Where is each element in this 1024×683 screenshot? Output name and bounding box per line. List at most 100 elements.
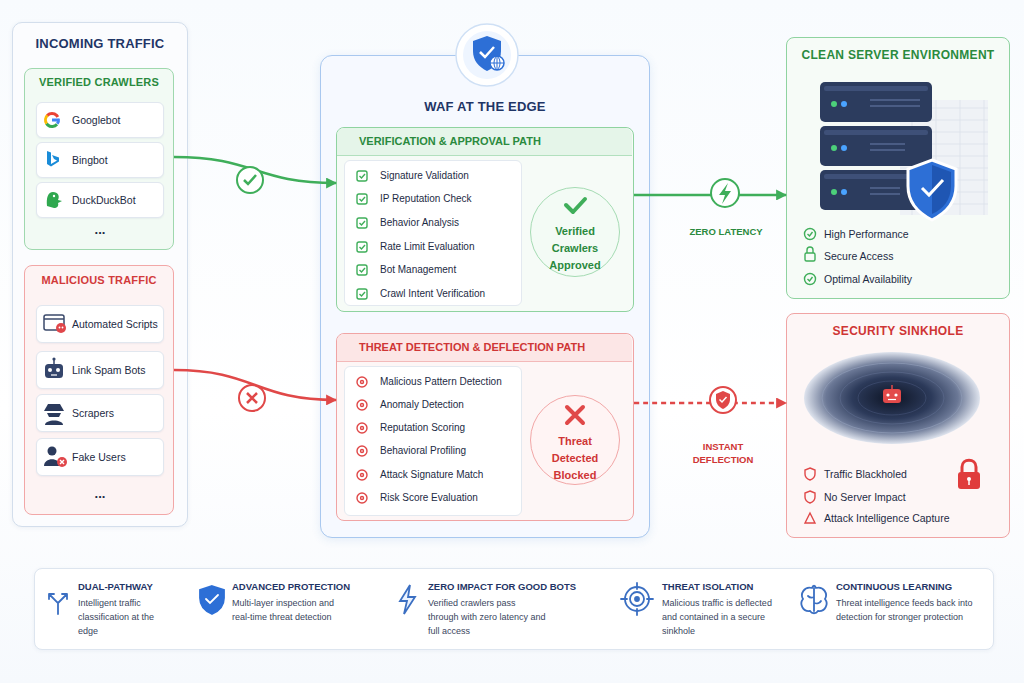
- server-illustration: [820, 170, 932, 210]
- list-icons-green: [357, 242, 367, 252]
- robot-icon: [53, 360, 55, 364]
- robot-icon: [45, 357, 63, 378]
- list-icons-green: [357, 171, 367, 181]
- script-icon: [44, 315, 64, 330]
- source-name: Scrapers: [72, 394, 162, 432]
- waf-shield-badge: [490, 56, 504, 70]
- feature-icons: [630, 592, 644, 606]
- check-item: Behavior Analysis: [380, 215, 520, 231]
- list-icons-red: [357, 400, 367, 410]
- bing-logo: [47, 151, 59, 167]
- server-illustration: [831, 189, 837, 195]
- padlock: [962, 460, 976, 473]
- list-icons-green: [360, 221, 366, 225]
- check-item: Risk Score Evaluation: [380, 490, 520, 506]
- list-icons-red: [357, 493, 367, 503]
- padlock: [958, 460, 980, 489]
- script-icon: [56, 323, 66, 333]
- server-illustration: [831, 145, 837, 151]
- feature-description: Intelligent traffic classification at th…: [78, 596, 170, 638]
- sinkhole-vortex: [840, 372, 944, 424]
- server-illustration: [922, 180, 943, 195]
- server-illustration: [908, 160, 956, 220]
- result-text: Threat Detected Blocked: [543, 433, 607, 484]
- check-list: Signature ValidationIP Reputation CheckB…: [344, 160, 522, 306]
- spy-icon: [44, 404, 64, 425]
- path-title: VERIFICATION & APPROVAL PATH: [337, 128, 632, 156]
- feature-heading: ADVANCED PROTECTION: [232, 581, 372, 592]
- list-icons-red: [357, 470, 367, 480]
- script-icon: [44, 315, 66, 333]
- connector-arrow: [174, 157, 336, 183]
- destination-box: SECURITY SINKHOLETraffic BlackholedNo Se…: [786, 313, 1010, 538]
- bullet-icons-green: [807, 247, 813, 253]
- approved-check: [566, 199, 585, 212]
- waf-shield-badge: [480, 47, 494, 57]
- list-icons-red: [357, 446, 367, 456]
- check-badge: [244, 175, 256, 184]
- server-illustration: [841, 189, 847, 195]
- shield-badge: [716, 391, 730, 409]
- check-item: Behavioral Profiling: [380, 443, 520, 459]
- bullet-icons-green: [808, 232, 813, 236]
- google-logo: [52, 119, 59, 122]
- bullet-icons-red: [805, 468, 815, 480]
- path-title: THREAT DETECTION & DEFLECTION PATH: [337, 334, 632, 362]
- waf-shield-badge: [490, 56, 504, 70]
- list-icons-green: [360, 174, 366, 178]
- list-icons-red: [361, 427, 364, 430]
- bullet-icons-green: [805, 229, 816, 240]
- edge-label: ZERO LATENCY: [688, 226, 764, 237]
- feature-icons: [49, 594, 67, 614]
- check-item: Bot Management: [380, 262, 520, 278]
- padlock: [958, 472, 980, 489]
- source-name: Bingbot: [72, 142, 162, 178]
- google-logo: [43, 111, 61, 129]
- bullet-icons-green: [805, 253, 815, 261]
- group-box: VERIFIED CRAWLERSGooglebotBingbotDuckDuc…: [24, 68, 174, 250]
- feature-icons: [206, 595, 218, 603]
- robot-icon: [56, 368, 60, 372]
- list-icons-green: [360, 197, 366, 201]
- feature-icons: [808, 588, 821, 611]
- fake-user-icon: [60, 460, 64, 464]
- duckduckbot-logo: [47, 192, 62, 208]
- server-illustration: [820, 82, 988, 220]
- list-icons-green: [360, 245, 366, 249]
- sinkhole-vortex: [888, 399, 896, 400]
- feature-icons: [621, 583, 653, 615]
- check-item: Signature Validation: [380, 168, 520, 184]
- feature-bullet: Secure Access: [824, 248, 994, 264]
- list-icons-red: [361, 404, 364, 407]
- connector-arrow: [634, 402, 786, 405]
- result-circle: Verified Crawlers Approved: [530, 187, 620, 277]
- sinkhole-vortex: [894, 393, 897, 396]
- check-item: Anomaly Detection: [380, 397, 520, 413]
- source-box: Automated Scripts: [36, 305, 164, 343]
- check-list: Malicious Pattern DetectionAnomaly Detec…: [344, 366, 522, 516]
- list-icons-red: [361, 450, 364, 453]
- feature-icons: [49, 583, 827, 615]
- feature-icons: [801, 586, 826, 614]
- source-box: Link Spam Bots: [36, 351, 164, 389]
- destination-title: CLEAN SERVER ENVIRONMENT: [786, 46, 1010, 64]
- lightning-badge: [711, 179, 739, 207]
- bing-logo: [47, 151, 59, 167]
- server-illustration: [824, 86, 928, 91]
- feature-heading: DUAL-PATHWAY: [78, 581, 198, 592]
- google-logo: [43, 111, 61, 129]
- source-name: Link Spam Bots: [72, 351, 162, 389]
- source-name: Googlebot: [72, 102, 162, 138]
- duckduckbot-logo: [47, 192, 62, 208]
- google-logo: [43, 111, 61, 129]
- result-text: Verified Crawlers Approved: [543, 223, 607, 274]
- list-icons-green: [357, 194, 367, 204]
- waf-shield-badge: [456, 24, 518, 86]
- server-illustration: [841, 101, 847, 107]
- script-icon: [44, 318, 64, 320]
- panel-title: WAF AT THE EDGE: [320, 97, 650, 117]
- feature-icons: [400, 585, 415, 614]
- feature-band: [34, 568, 994, 650]
- server-illustration: [820, 126, 932, 166]
- check-badge: [237, 167, 263, 193]
